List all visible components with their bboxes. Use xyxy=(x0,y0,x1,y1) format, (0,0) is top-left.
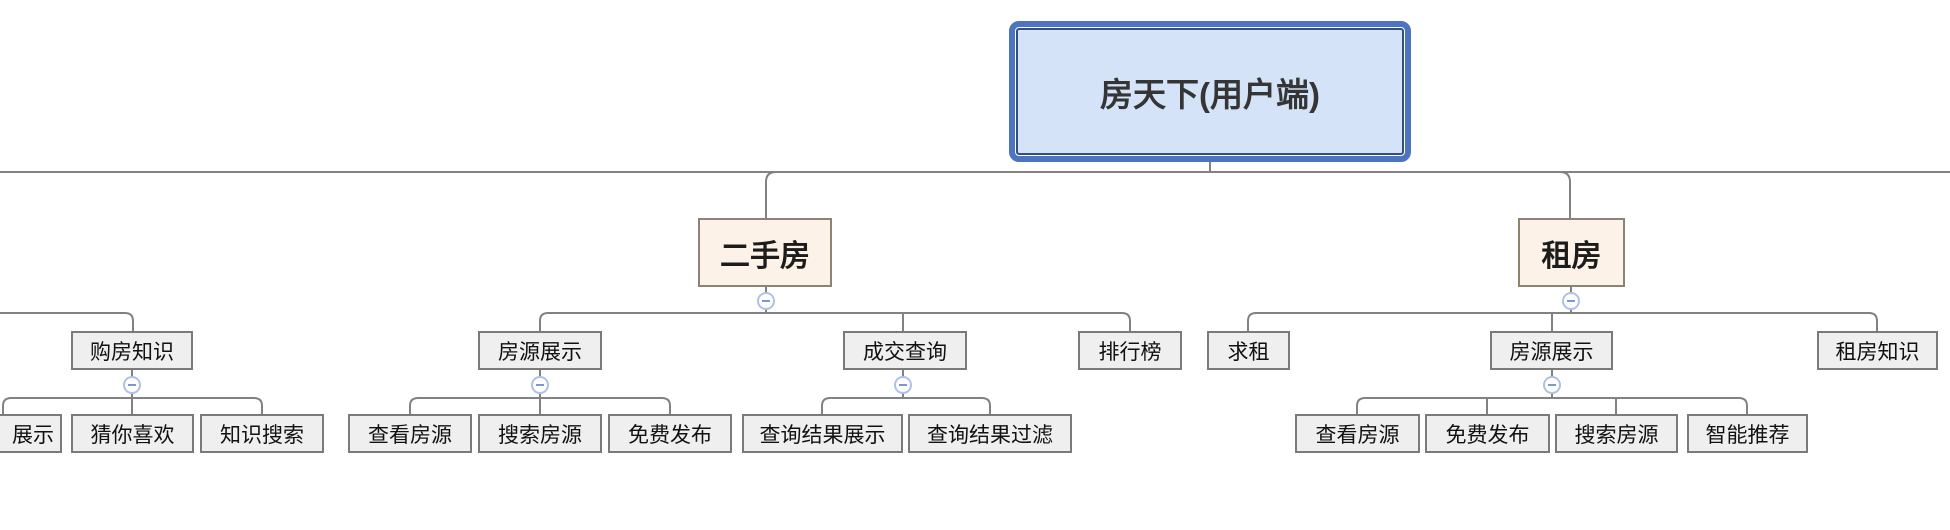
node-deal-query[interactable]: 成交查询 xyxy=(843,331,967,370)
connector-rail-zufang xyxy=(1247,312,1878,331)
node-house-buying-knowledge[interactable]: 购房知识 xyxy=(71,331,193,370)
minus-icon xyxy=(536,384,544,386)
minus-icon xyxy=(1548,384,1556,386)
node-root[interactable]: 房天下(用户端) xyxy=(1009,21,1411,162)
minus-icon xyxy=(128,384,136,386)
collapse-button-zufang minus-circle-icon[interactable] xyxy=(1562,292,1580,310)
node-search-listings-rent[interactable]: 搜索房源 xyxy=(1555,414,1678,453)
minus-icon xyxy=(899,384,907,386)
node-free-post-esf[interactable]: 免费发布 xyxy=(608,414,732,453)
connector-rail-ershoufang xyxy=(539,312,1131,331)
node-free-post-rent[interactable]: 免费发布 xyxy=(1425,414,1550,453)
node-seek-rent[interactable]: 求租 xyxy=(1207,331,1290,370)
connector-elbow-ershoufang xyxy=(765,171,777,218)
connector-rail-chengjiaochaxun xyxy=(821,397,991,414)
node-second-hand-house[interactable]: 二手房 xyxy=(698,218,832,287)
node-guess-you-like[interactable]: 猜你喜欢 xyxy=(71,414,194,453)
minus-icon xyxy=(762,300,770,302)
connector-rail-offscreen-left xyxy=(0,312,134,331)
collapse-button-goufangzhishi minus-circle-icon[interactable] xyxy=(123,376,141,394)
node-listing-display-esf[interactable]: 房源展示 xyxy=(478,331,602,370)
node-listing-display-rent[interactable]: 房源展示 xyxy=(1490,331,1613,370)
node-view-listings-esf[interactable]: 查看房源 xyxy=(348,414,472,453)
connector-rail-fangyuanzhanshi-rent xyxy=(1356,397,1748,414)
collapse-button-fangyuanzhanshi-rent minus-circle-icon[interactable] xyxy=(1543,376,1561,394)
node-renting[interactable]: 租房 xyxy=(1518,218,1625,287)
collapse-button-fangyuanzhanshi-esf minus-circle-icon[interactable] xyxy=(531,376,549,394)
node-view-listings-rent[interactable]: 查看房源 xyxy=(1295,414,1420,453)
node-search-listings-esf[interactable]: 搜索房源 xyxy=(478,414,602,453)
node-rent-knowledge[interactable]: 租房知识 xyxy=(1817,331,1938,370)
node-display-clipped[interactable]: 展示 xyxy=(0,414,62,453)
node-query-result-filter[interactable]: 查询结果过滤 xyxy=(908,414,1072,453)
minus-icon xyxy=(1567,300,1575,302)
node-query-result-display[interactable]: 查询结果展示 xyxy=(742,414,903,453)
collapse-button-ershoufang minus-circle-icon[interactable] xyxy=(757,292,775,310)
node-knowledge-search[interactable]: 知识搜索 xyxy=(200,414,324,453)
collapse-button-chengjiaochaxun minus-circle-icon[interactable] xyxy=(894,376,912,394)
node-smart-recommend[interactable]: 智能推荐 xyxy=(1687,414,1808,453)
connector-elbow-zufang xyxy=(1559,171,1571,218)
node-ranking[interactable]: 排行榜 xyxy=(1078,331,1182,370)
